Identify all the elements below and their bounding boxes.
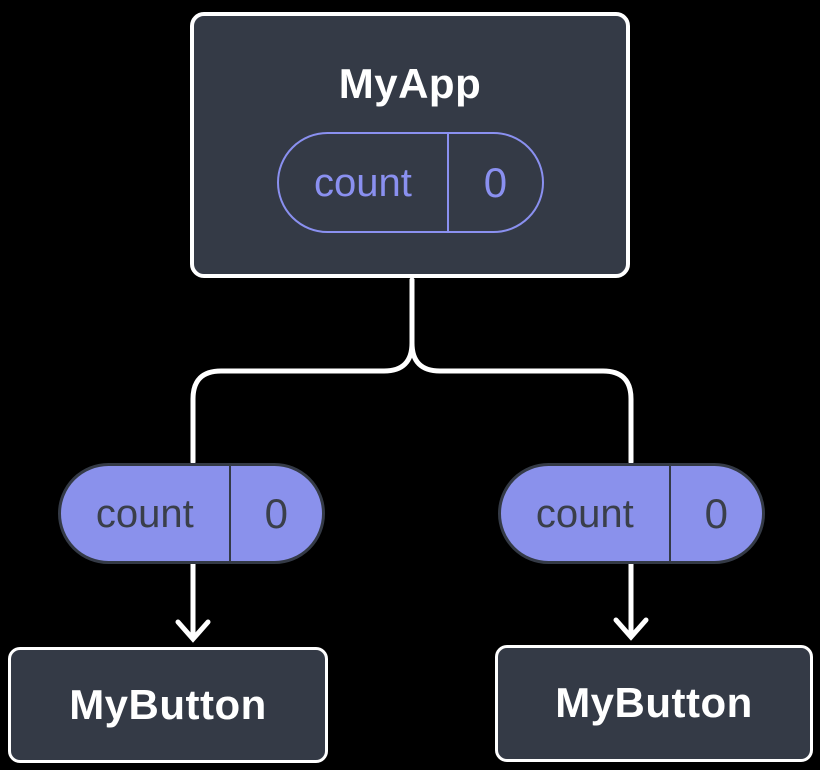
state-pill-value: 0 — [483, 158, 508, 206]
state-pill-myapp: count 0 — [276, 132, 544, 234]
component-box-mybutton-right: MyButton — [495, 645, 813, 762]
prop-pill-right: count 0 — [498, 463, 765, 564]
component-title-mybutton-left: MyButton — [69, 680, 267, 728]
prop-pill-left-value: 0 — [264, 489, 288, 537]
component-box-myapp: MyApp count 0 — [190, 12, 630, 278]
component-title-myapp: MyApp — [338, 60, 482, 107]
arrow-right-head — [613, 617, 649, 641]
branch-left-line — [190, 277, 415, 465]
prop-pill-left-label: count — [61, 466, 231, 561]
prop-pill-left: count 0 — [58, 463, 325, 564]
component-title-mybutton-right: MyButton — [555, 679, 753, 727]
arrow-left-head — [175, 619, 211, 643]
component-box-mybutton-left: MyButton — [8, 647, 328, 763]
prop-pill-right-label: count — [501, 466, 671, 561]
state-pill-label: count — [279, 134, 450, 232]
prop-pill-right-value: 0 — [704, 489, 728, 537]
branch-right-line — [409, 277, 634, 465]
